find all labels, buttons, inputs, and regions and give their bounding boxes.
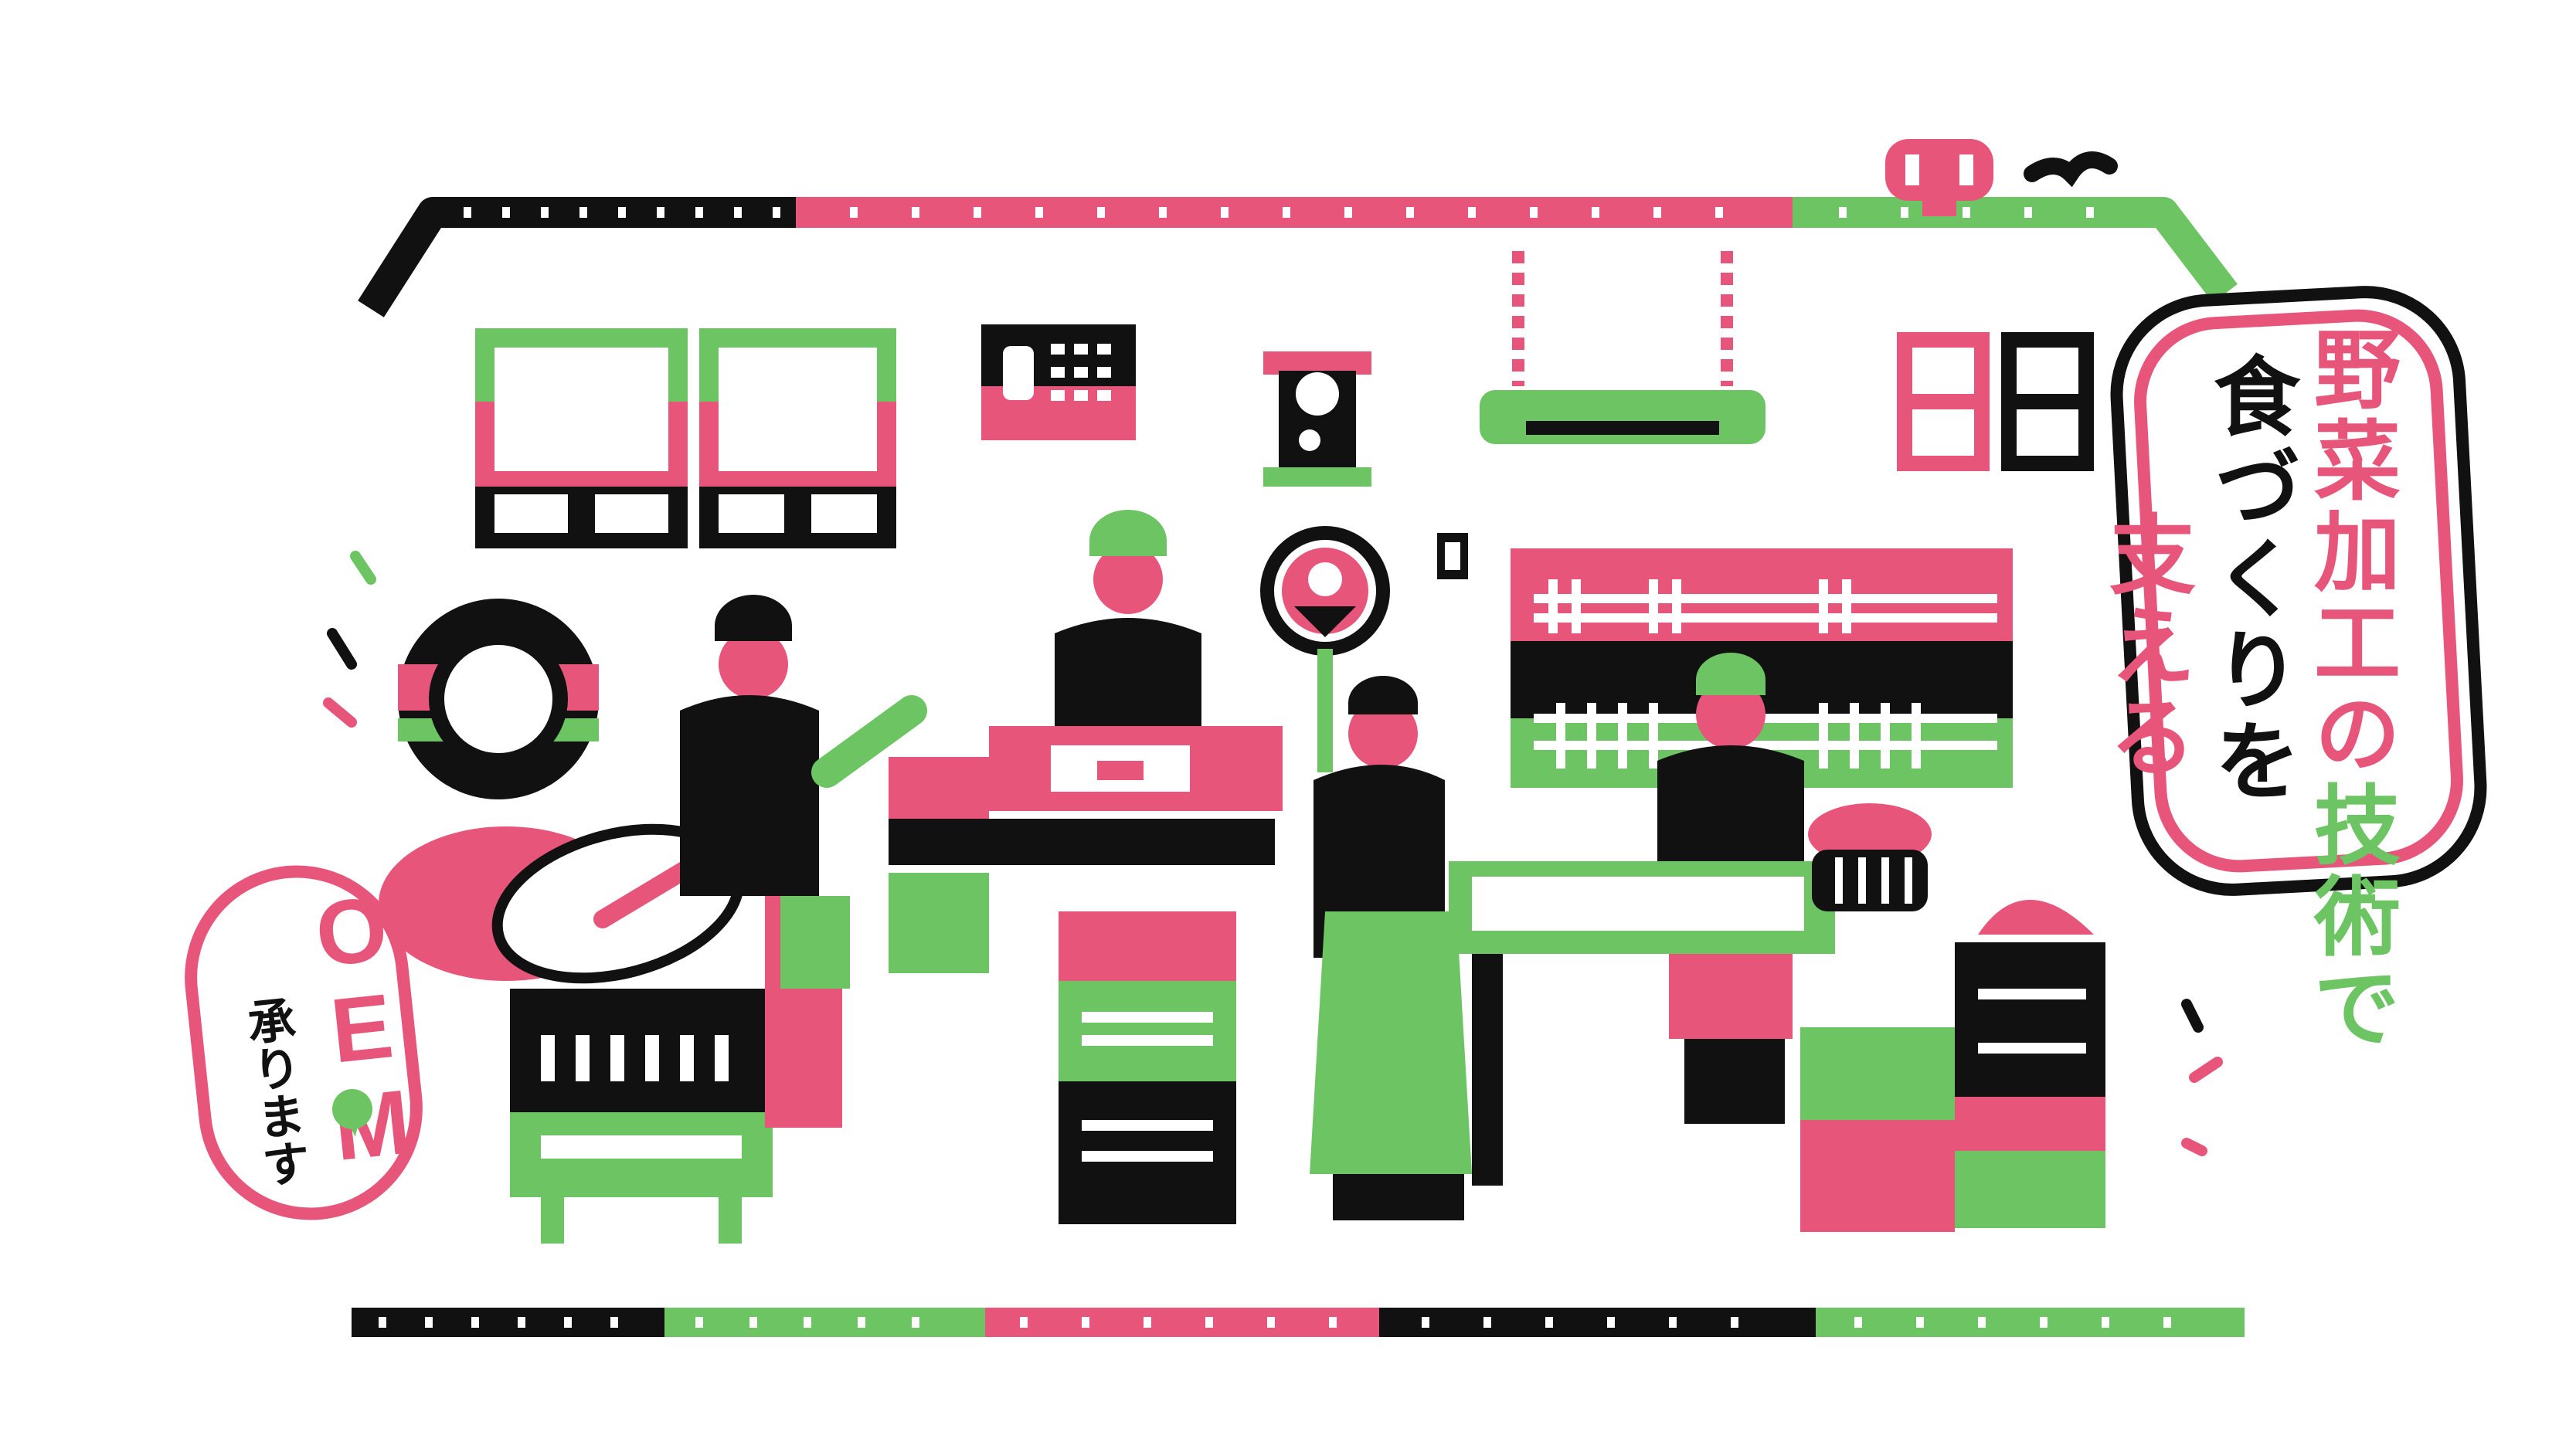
worker-apron (1310, 676, 1472, 1220)
window-left-2 (699, 328, 896, 548)
headline-column-2: 食づくりを (2199, 351, 2299, 807)
crate-stack-right (1800, 900, 2105, 1232)
work-table (889, 726, 1283, 973)
vegetable-basket (1808, 803, 1932, 911)
conveyor-table (1449, 861, 1835, 1186)
control-panel (981, 324, 1136, 440)
worker-center (1055, 510, 1201, 749)
headline-column-3: 支える (2095, 510, 2195, 783)
bottom-conveyor-rail (352, 1308, 2245, 1337)
exhaust-fan (1885, 139, 2118, 216)
worker-mixer (680, 595, 927, 1128)
mixer-machine (379, 599, 773, 1244)
headline-column-1: 野菜加工の技術で (2299, 324, 2400, 1054)
weighing-scale (1260, 526, 1390, 772)
top-conveyor-rail (358, 197, 2238, 317)
rack-cabinet (1511, 548, 2013, 788)
wall-clock (1263, 351, 1371, 487)
window-right (1897, 332, 2094, 471)
window-left (475, 328, 688, 548)
motion-marks (323, 551, 2223, 1156)
worker-right (1657, 653, 1804, 1124)
hanging-lamp (1480, 251, 1765, 444)
crate-stack-center (1059, 911, 1236, 1224)
headline-part-2: 技術で (2299, 780, 2400, 1054)
headline-part-1: 野菜加工の (2299, 324, 2400, 780)
